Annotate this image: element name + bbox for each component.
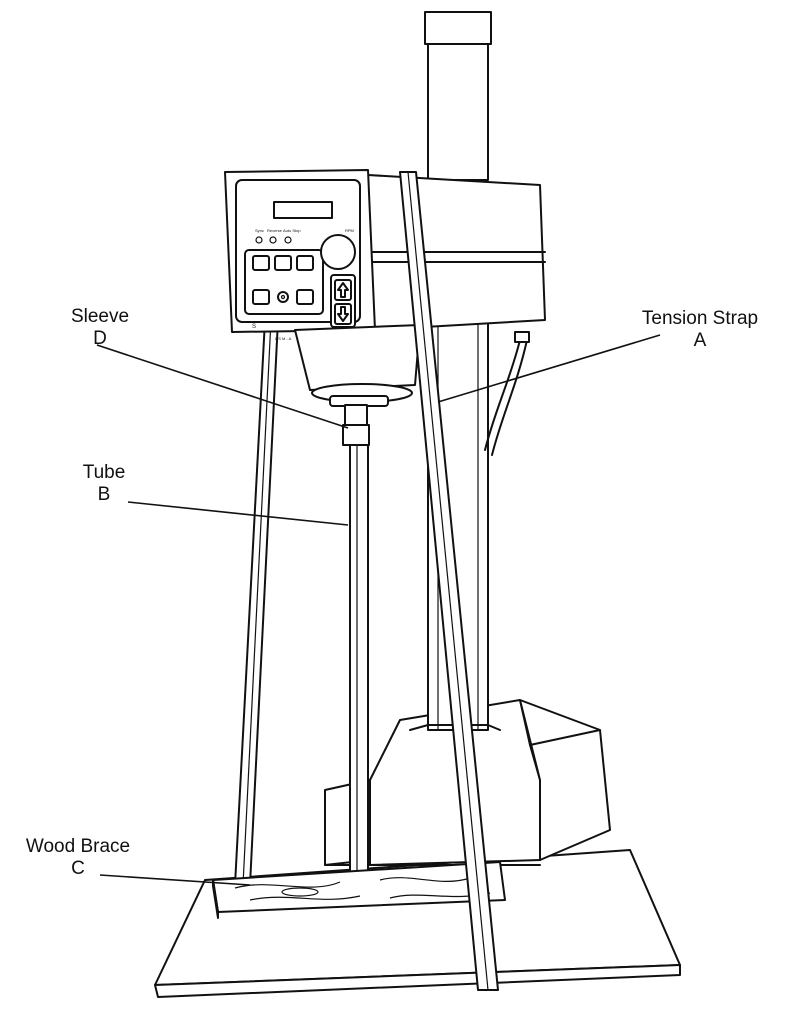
lower-button[interactable] bbox=[334, 303, 352, 325]
sleeve-letter: D bbox=[93, 328, 107, 349]
tension-strap-label: Tension Strap bbox=[642, 308, 758, 329]
rpm-label: RPM bbox=[345, 228, 354, 233]
tube bbox=[349, 444, 369, 876]
callout-tube: Tube B bbox=[83, 462, 126, 505]
power-cable bbox=[484, 331, 530, 456]
left-support-rod bbox=[234, 319, 279, 886]
callout-tension-strap: Tension Strap A bbox=[642, 308, 758, 351]
up-arrow-icon bbox=[337, 282, 349, 298]
fan-icon bbox=[277, 291, 289, 303]
callout-sleeve: Sleeve D bbox=[71, 306, 129, 349]
callout-wood-brace: Wood Brace C bbox=[26, 836, 130, 879]
sleeve bbox=[342, 404, 370, 446]
keypad-button-2[interactable] bbox=[274, 255, 292, 271]
wood-brace-letter: C bbox=[71, 858, 85, 879]
keypad-button-3[interactable] bbox=[296, 255, 314, 271]
indicator-label-reverse: Reverse bbox=[267, 228, 283, 233]
tension-strap-letter: A bbox=[694, 330, 707, 351]
tension-strap bbox=[399, 171, 499, 991]
model-text: L S M - A bbox=[275, 336, 292, 341]
keypad-button-4[interactable] bbox=[252, 289, 270, 305]
wood-brace-label: Wood Brace bbox=[26, 836, 130, 857]
indicator-label-sync: Sync bbox=[255, 228, 264, 233]
keypad-button-1[interactable] bbox=[252, 255, 270, 271]
sleeve-label: Sleeve bbox=[71, 306, 129, 327]
tube-letter: B bbox=[98, 484, 111, 505]
leader-lines bbox=[96, 334, 661, 886]
rpm-knob[interactable] bbox=[320, 234, 356, 270]
motor-base-box bbox=[324, 699, 611, 866]
indicator-label-auto-stop: Auto Stop bbox=[283, 228, 301, 233]
raise-button[interactable] bbox=[334, 279, 352, 301]
keypad-button-5[interactable] bbox=[296, 289, 314, 305]
tube-label: Tube bbox=[83, 462, 126, 483]
brand-mark: S bbox=[252, 324, 256, 330]
down-arrow-icon bbox=[337, 306, 349, 322]
